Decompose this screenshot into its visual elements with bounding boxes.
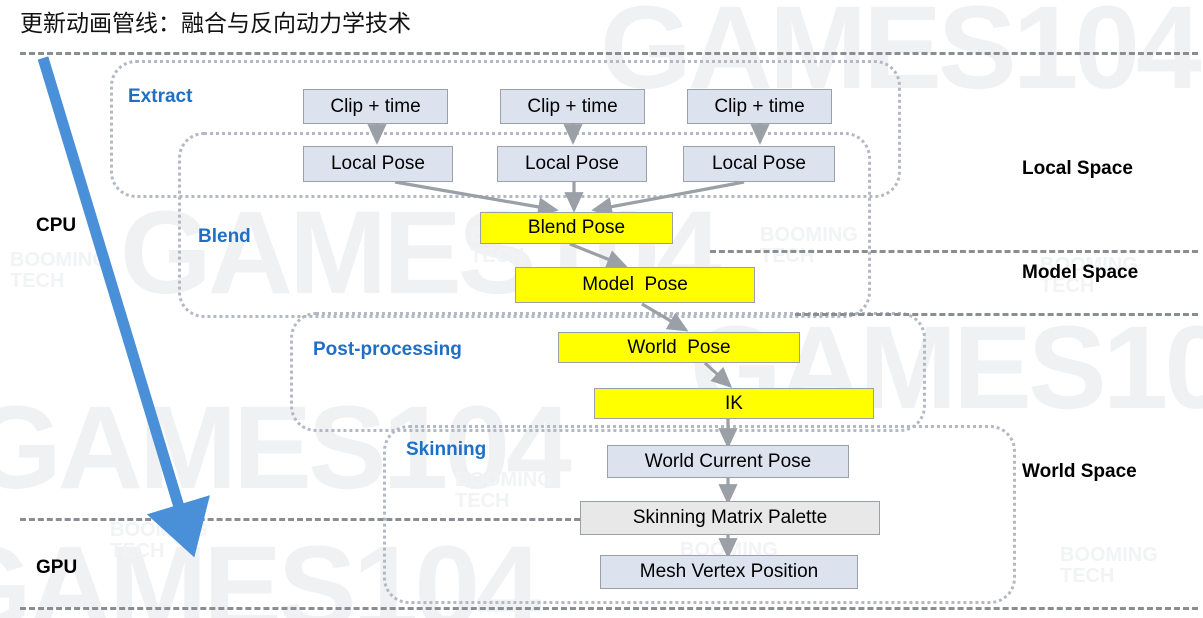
divider-local-model [710,250,1198,253]
watermark-line: TECH [1060,565,1115,587]
node-mesh-vertex-position[interactable]: Mesh Vertex Position [600,555,858,589]
label-cpu: CPU [36,215,77,236]
node-world-current-pose[interactable]: World Current Pose [607,445,849,478]
node-local-pose-3[interactable]: Local Pose [683,146,835,182]
node-skinning-matrix-palette[interactable]: Skinning Matrix Palette [580,501,880,535]
node-local-pose-2[interactable]: Local Pose [497,146,647,182]
node-local-pose-1[interactable]: Local Pose [303,146,453,182]
watermark-boomingtech: BOOMING TECH [1060,545,1158,587]
watermark-boomingtech: BOOMING TECH [10,250,108,292]
watermark-line: TECH [110,540,165,562]
label-world-space: World Space [1022,461,1137,482]
group-label-extract: Extract [128,86,193,107]
divider-model-world [795,313,1198,316]
group-label-skinning: Skinning [406,439,487,460]
divider-top [20,52,1198,55]
watermark-line: BOOMING [110,519,208,541]
node-clip-time-3[interactable]: Clip + time [687,89,832,124]
node-clip-time-1[interactable]: Clip + time [303,89,448,124]
group-label-post-processing: Post-processing [313,339,462,360]
watermark-boomingtech: BOOMING TECH [110,520,208,562]
node-world-pose[interactable]: World Pose [558,332,800,363]
watermark-line: BOOMING [10,249,108,271]
node-ik[interactable]: IK [594,388,874,419]
label-model-space: Model Space [1022,262,1139,283]
label-local-space: Local Space [1022,158,1133,179]
group-label-blend: Blend [198,226,251,247]
watermark-line: TECH [10,270,65,292]
group-post-processing [290,312,926,432]
label-gpu: GPU [36,557,78,578]
divider-bottom [20,607,1198,610]
divider-cpu-gpu [20,518,580,521]
page-title: 更新动画管线：融合与反向动力学技术 [20,11,411,37]
node-clip-time-2[interactable]: Clip + time [500,89,645,124]
group-skinning [383,425,1016,604]
watermark-line: BOOMING [1060,544,1158,566]
node-blend-pose[interactable]: Blend Pose [480,212,673,244]
node-model-pose[interactable]: Model Pose [515,267,755,303]
